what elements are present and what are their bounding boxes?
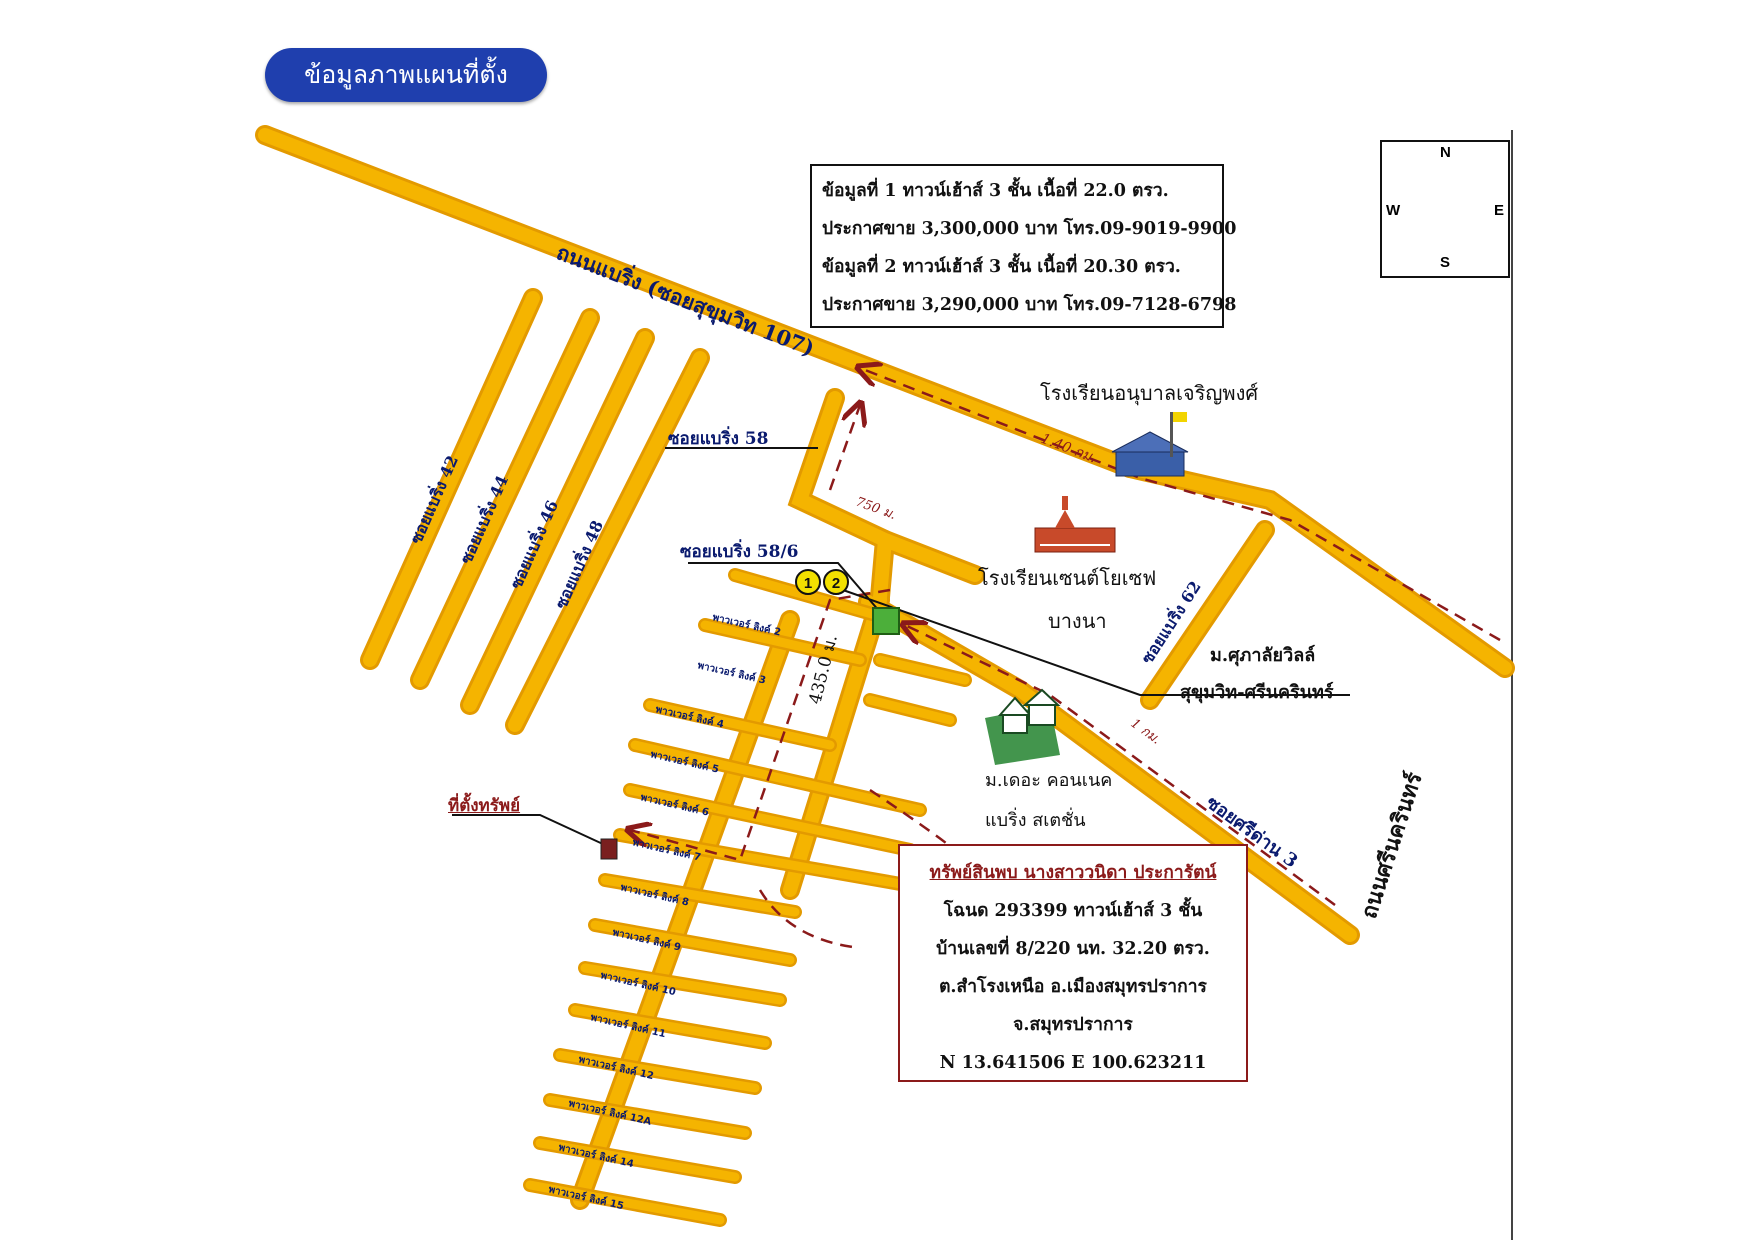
marker-1-icon xyxy=(795,569,821,595)
marker-2-label: 2 xyxy=(832,575,840,592)
info-line-4: ประกาศขาย 3,290,000 บาท โทร.09-7128-6798 xyxy=(822,295,1237,315)
road-label-sinakarin: ถนนศรีนครินทร์ xyxy=(1356,769,1428,922)
property-marker-icon xyxy=(600,838,618,860)
compass-s: S xyxy=(1440,254,1451,271)
road-label-soi58-6: ซอยแบริ่ง 58/6 xyxy=(680,542,799,562)
landmark-village-1-line2: สุขุมวิท-ศรีนครินทร์ xyxy=(1180,682,1334,703)
landmark-village-1-line1: ม.ศุภาลัยวิลล์ xyxy=(1210,645,1316,666)
road-label-main: ถนนแบริ่ง (ซอยสุขุมวิท 107) xyxy=(552,237,819,363)
houses-icon xyxy=(985,688,1061,765)
school-building-icon xyxy=(1111,412,1189,477)
property-line-3: ต.สำโรงเหนือ อ.เมืองสมุทรปราการ xyxy=(939,977,1207,997)
compass-w: W xyxy=(1386,202,1401,219)
info-line-2: ประกาศขาย 3,300,000 บาท โทร.09-9019-9900 xyxy=(822,219,1237,239)
property-box-title: ทรัพย์สินพบ นางสาววนิดา ประการัตน์ xyxy=(929,863,1217,883)
distance-1km: 1 กม. xyxy=(1128,716,1164,748)
landmark-school-2-line2: บางนา xyxy=(1048,609,1107,633)
property-line-1: โฉนด 293399 ทาวน์เฮ้าส์ 3 ชั้น xyxy=(943,901,1203,921)
landmark-school-1: โรงเรียนอนุบาลเจริญพงศ์ xyxy=(1040,381,1259,405)
marker-2-icon xyxy=(823,569,849,595)
compass-box: N S W E xyxy=(1380,140,1510,278)
property-details-box: ทรัพย์สินพบ นางสาววนิดา ประการัตน์ โฉนด … xyxy=(898,844,1248,1082)
compass-n: N xyxy=(1440,144,1451,161)
info-line-1: ข้อมูลที่ 1 ทาวน์เฮ้าส์ 3 ชั้น เนื้อที่ … xyxy=(822,181,1169,201)
sub-lane-label: พาวเวอร์ ลิงค์ 3 xyxy=(696,659,767,686)
info-line-3: ข้อมูลที่ 2 ทาวน์เฮ้าส์ 3 ชั้น เนื้อที่ … xyxy=(822,257,1181,277)
page-title: ข้อมูลภาพแผนที่ตั้ง xyxy=(265,48,547,102)
property-location-label: ที่ตั้งทรัพย์ xyxy=(448,796,521,816)
landmark-village-2-line2: แบริ่ง สเตชั่น xyxy=(985,810,1086,831)
property-line-2: บ้านเลขที่ 8/220 นท. 32.20 ตรว. xyxy=(936,939,1210,959)
church-icon xyxy=(1034,496,1116,553)
compass-e: E xyxy=(1494,202,1505,219)
landmark-village-2-line1: ม.เดอะ คอนเนค xyxy=(985,770,1113,791)
property-coordinates: N 13.641506 E 100.623211 xyxy=(939,1053,1207,1073)
marker-1-label: 1 xyxy=(804,575,812,592)
townhouse-icon xyxy=(872,607,900,635)
landmark-school-2-line1: โรงเรียนเซนต์โยเซฟ xyxy=(978,566,1157,590)
listing-info-box: ข้อมูลที่ 1 ทาวน์เฮ้าส์ 3 ชั้น เนื้อที่ … xyxy=(810,164,1237,328)
property-line-4: จ.สมุทรปราการ xyxy=(1013,1015,1133,1035)
road-label-soi58: ซอยแบริ่ง 58 xyxy=(668,429,769,449)
leader-lines xyxy=(452,447,1350,846)
